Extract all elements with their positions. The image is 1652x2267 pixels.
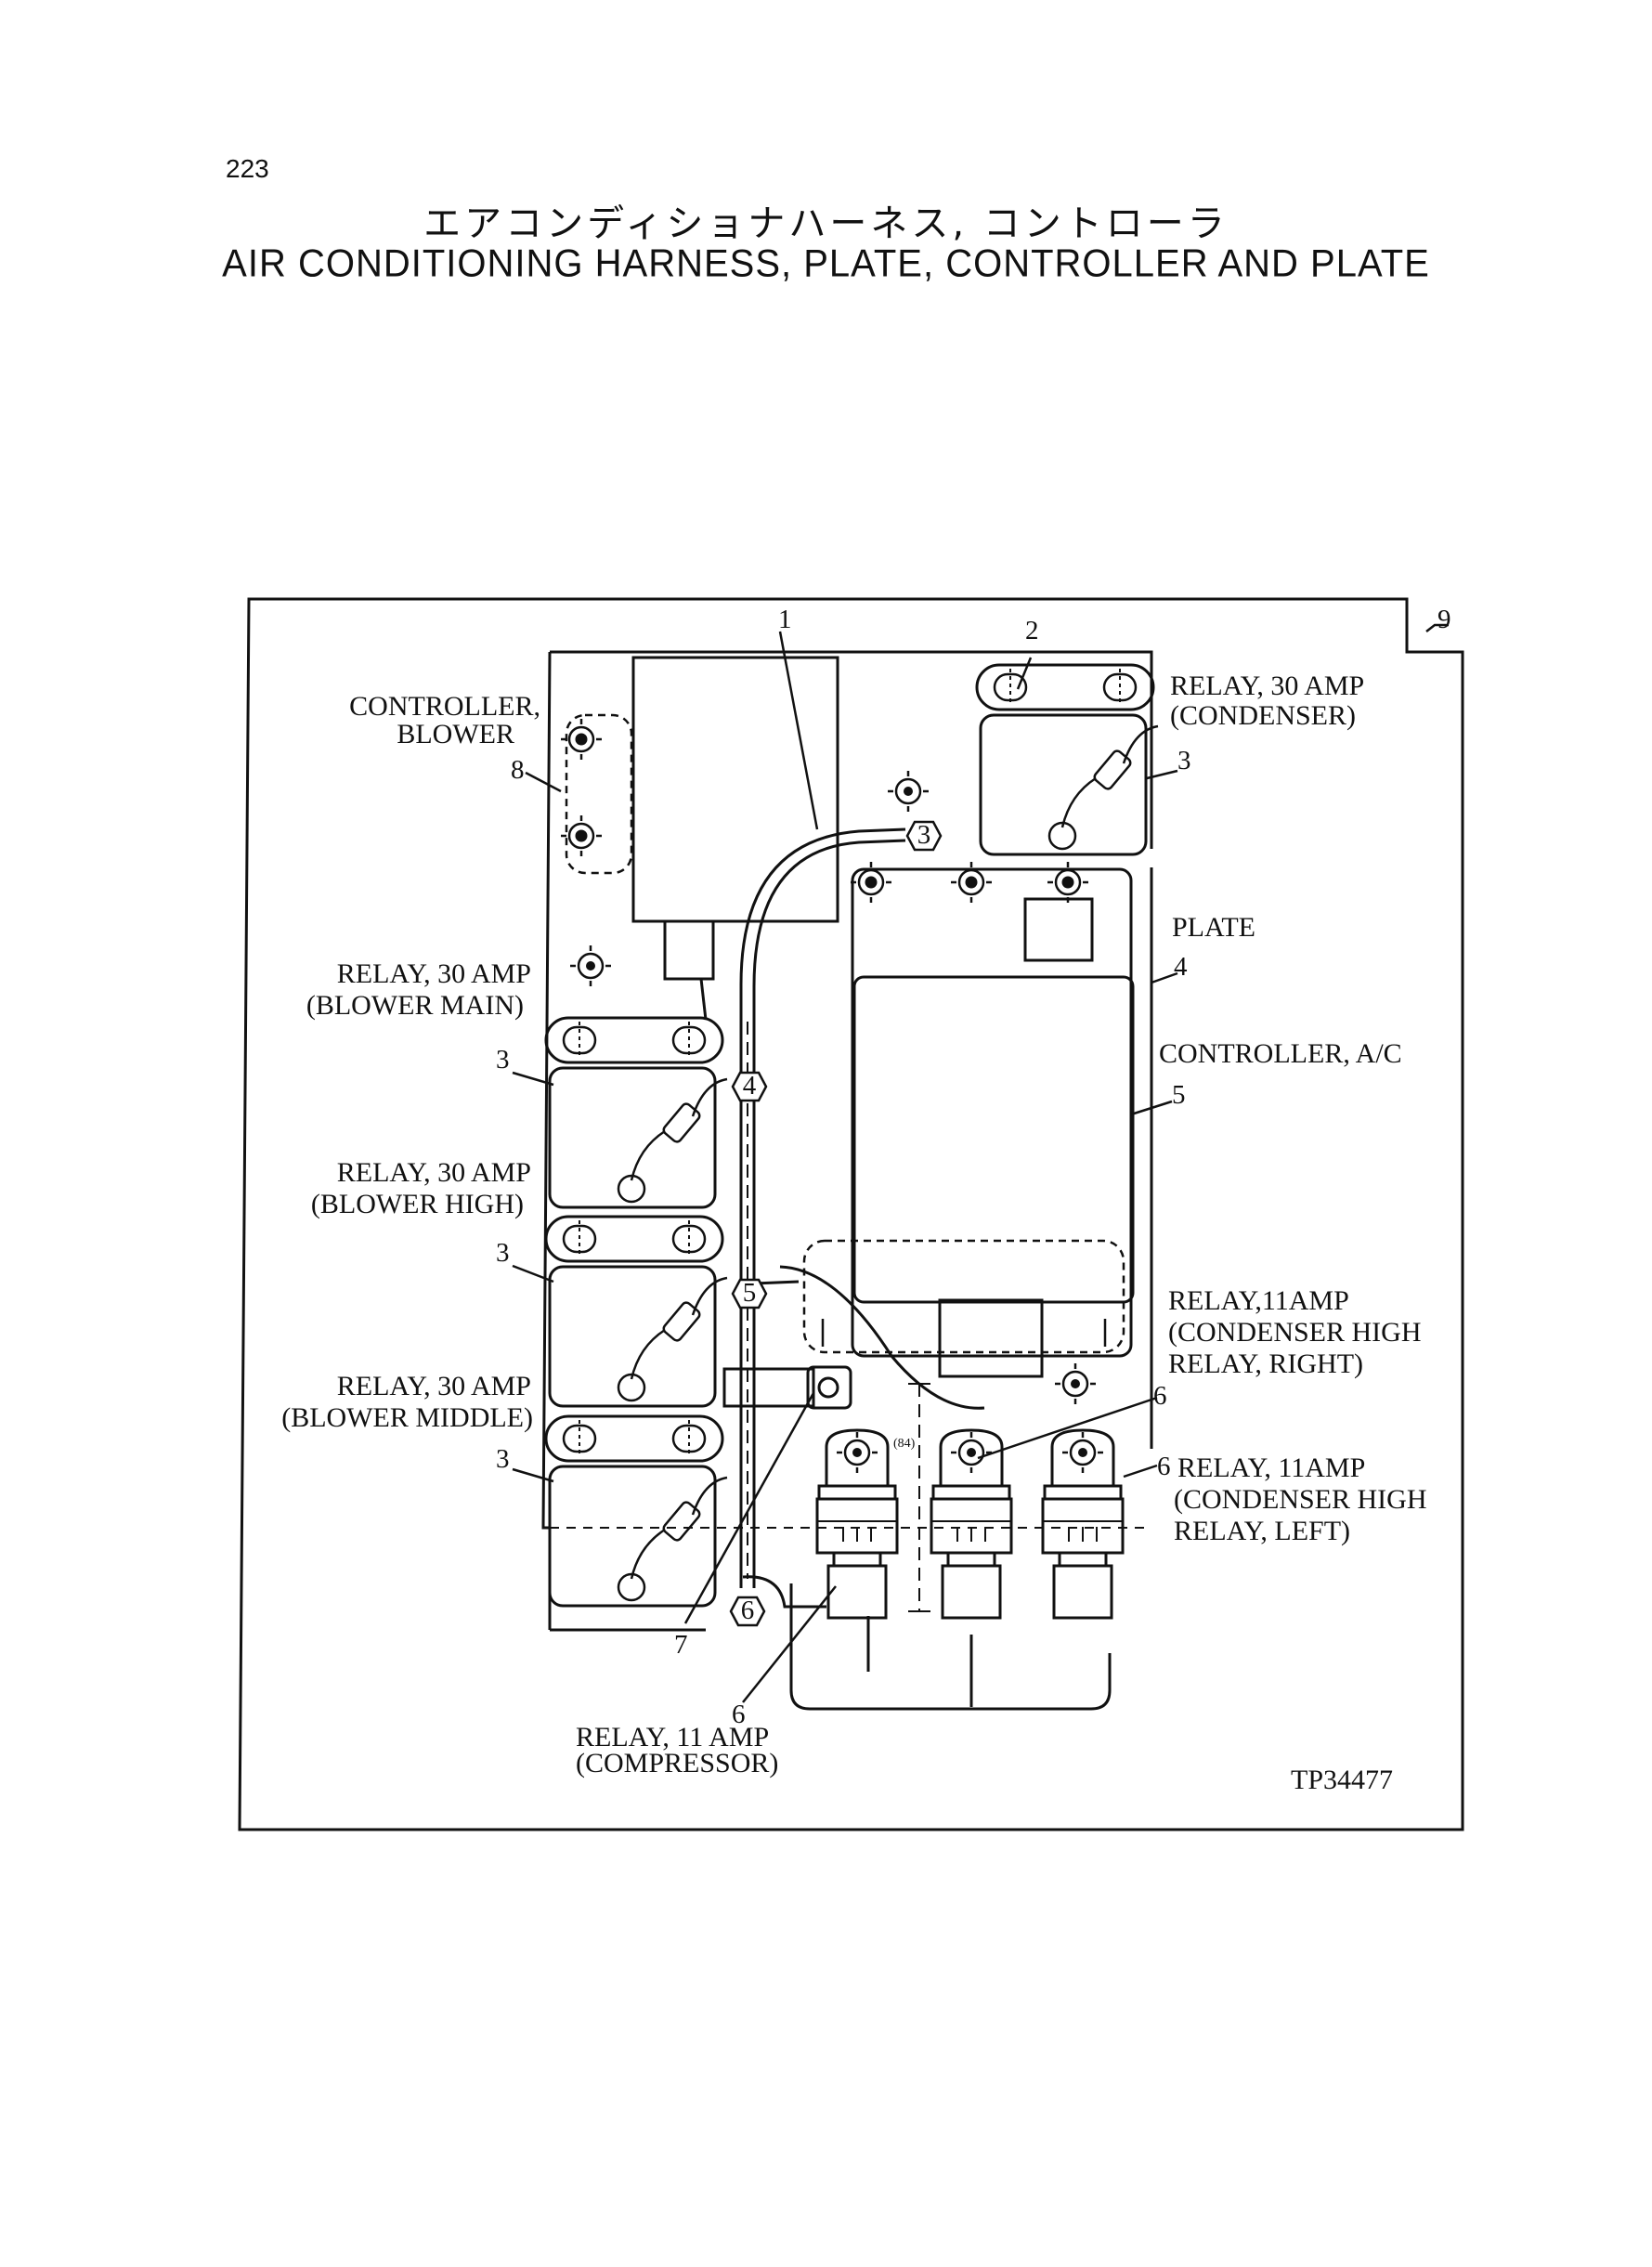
page-number: 223	[226, 154, 269, 183]
label-relay-compressor-1: RELAY, 11 AMP	[576, 1722, 769, 1752]
label-plate: PLATE	[1172, 912, 1255, 943]
label-controller-blower-2: BLOWER	[397, 719, 514, 749]
connector-5: 5	[743, 1278, 757, 1308]
connector-4: 4	[743, 1071, 757, 1101]
connector-markers	[729, 820, 943, 1627]
callout-6-compressor: 6	[732, 1700, 746, 1729]
callout-numbers: 1 2 3 4 5 3 3 3 8 6 6 7 6 9	[496, 605, 1451, 1729]
callout-8: 8	[511, 755, 525, 785]
label-relay-blower-main-1: RELAY, 30 AMP	[337, 958, 531, 989]
title-japanese: エアコンディショナハーネス, コントローラ	[423, 202, 1229, 245]
callout-2: 2	[1025, 616, 1039, 645]
outer-frame	[238, 597, 1464, 1831]
callout-1: 1	[778, 605, 792, 634]
label-controller-blower-1: CONTROLLER,	[349, 691, 540, 722]
part-labels: CONTROLLER, BLOWER RELAY, 30 AMP (CONDEN…	[281, 671, 1426, 1778]
callout-4: 4	[1174, 952, 1188, 982]
label-relay-blower-high-2: (BLOWER HIGH)	[311, 1189, 524, 1219]
label-relay-compressor-2: (COMPRESSOR)	[576, 1748, 778, 1778]
relay-compressor	[817, 1430, 897, 1618]
connector-6: 6	[741, 1596, 755, 1625]
label-relay-condenser-high-right-3: RELAY, RIGHT)	[1168, 1348, 1363, 1379]
callout-3-condenser: 3	[1177, 746, 1191, 775]
relay-condenser	[977, 665, 1158, 854]
relay-condenser-high-right	[931, 1430, 1011, 1618]
relay-blower-high	[546, 1217, 727, 1406]
figure-id: TP34477	[1291, 1765, 1393, 1795]
label-relay-condenser-1: RELAY, 30 AMP	[1170, 671, 1364, 701]
dimension-84: (84)	[893, 1437, 916, 1451]
label-relay-condenser-high-left-1: RELAY, 11AMP	[1177, 1453, 1365, 1483]
callout-3-blower-main: 3	[496, 1045, 510, 1075]
label-relay-condenser-high-left-3: RELAY, LEFT)	[1174, 1516, 1350, 1546]
label-relay-blower-middle-2: (BLOWER MIDDLE)	[281, 1402, 533, 1433]
relay-blower-middle	[546, 1416, 727, 1606]
blower-controller	[559, 656, 839, 1021]
label-relay-condenser-high-right-1: RELAY,11AMP	[1168, 1285, 1349, 1316]
relay-blower-main	[546, 1018, 727, 1207]
label-relay-blower-middle-1: RELAY, 30 AMP	[337, 1371, 531, 1401]
label-controller-ac: CONTROLLER, A/C	[1159, 1038, 1402, 1069]
callout-6-left: 6	[1157, 1452, 1171, 1481]
callout-3-blower-high: 3	[496, 1238, 510, 1268]
callout-9: 9	[1437, 605, 1451, 634]
label-relay-condenser-high-right-2: (CONDENSER HIGH	[1168, 1317, 1422, 1348]
relay-condenser-high-left	[1043, 1430, 1123, 1618]
callout-7: 7	[674, 1630, 688, 1660]
title-english: AIR CONDITIONING HARNESS, PLATE, CONTROL…	[222, 241, 1430, 286]
label-relay-condenser-2: (CONDENSER)	[1170, 700, 1356, 731]
ac-controller	[802, 860, 1135, 1378]
callout-5: 5	[1172, 1080, 1186, 1110]
label-relay-blower-main-2: (BLOWER MAIN)	[306, 990, 524, 1021]
callout-3-blower-middle: 3	[496, 1444, 510, 1474]
label-relay-condenser-high-left-2: (CONDENSER HIGH	[1174, 1484, 1427, 1515]
callout-6-right: 6	[1153, 1381, 1167, 1411]
label-relay-blower-high-1: RELAY, 30 AMP	[337, 1157, 531, 1188]
leader-lines	[512, 623, 1449, 1703]
connector-3: 3	[917, 820, 931, 850]
